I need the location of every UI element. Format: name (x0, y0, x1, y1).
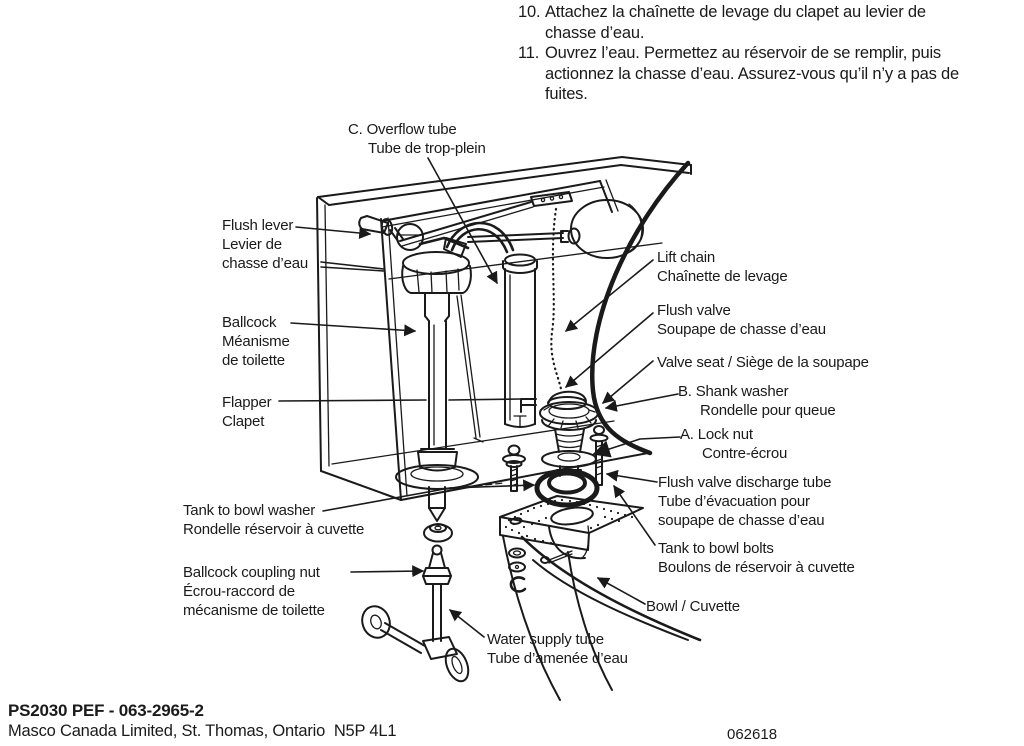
label-ballcock: Ballcock Méanisme de toilette (222, 314, 290, 369)
instructions-list: 10. Attachez la chaînette de levage du c… (518, 2, 998, 105)
label-tank-to-bowl-washer: Tank to bowl washer Rondelle réservoir à… (183, 502, 365, 538)
label-overflow-tube: C. Overflow tube Tube de trop-plein (348, 121, 486, 157)
platform-stipple (504, 498, 634, 545)
label-flush-lever: Flush lever Levier de chasse d’eau (222, 217, 308, 272)
instruction-step-10: 10. Attachez la chaînette de levage du c… (518, 2, 998, 43)
tank-drawing (316, 156, 692, 501)
flush-lever-drawing (358, 191, 573, 247)
tank-to-bowl-washer-drawing (534, 468, 600, 508)
label-shank-washer: B. Shank washer Rondelle pour queue (678, 383, 836, 419)
part-number: PS2030 PEF - 063-2965-2 (8, 701, 204, 720)
label-lift-chain: Lift chain Chaînette de levage (657, 249, 788, 285)
label-ballcock-coupling-nut: Ballcock coupling nut Écrou-raccord de m… (183, 564, 325, 619)
company-address: Masco Canada Limited, St. Thomas, Ontari… (8, 722, 397, 740)
label-water-supply-tube: Water supply tube Tube d’amenée d’eau (487, 631, 628, 667)
step-text: Ouvrez l’eau. Permettez au réservoir de … (545, 44, 959, 103)
supply-line-drawing (361, 523, 470, 683)
ballcock-drawing (395, 223, 484, 522)
label-flush-valve: Flush valve Soupape de chasse d’eau (657, 302, 826, 338)
flush-valve-drawing (539, 390, 599, 477)
refill-hose-drawing (445, 221, 515, 254)
label-flush-valve-discharge-tube: Flush valve discharge tube Tube d’évacua… (658, 474, 832, 529)
step-number: 11. (518, 44, 540, 62)
overflow-tube-drawing (502, 253, 538, 428)
bowl-drawing (499, 495, 702, 701)
step-number: 10. (518, 3, 541, 21)
step-text: Attachez la chaînette de levage du clape… (545, 3, 926, 42)
document-code: 062618 (727, 726, 778, 743)
float-ball-drawing (467, 199, 644, 259)
small-parts-drawing (508, 547, 527, 593)
label-flapper: Flapper Clapet (222, 394, 272, 430)
lift-chain-drawing (550, 207, 563, 391)
bowl-silhouette-curve (590, 160, 691, 456)
label-valve-seat: Valve seat / Siège de la soupape (657, 354, 869, 371)
leader-lines (278, 157, 681, 638)
label-tank-to-bowl-bolts: Tank to bowl bolts Boulons de réservoir … (658, 540, 855, 576)
instruction-step-11: 11. Ouvrez l’eau. Permettez au réservoir… (518, 43, 998, 105)
label-bowl: Bowl / Cuvette (646, 598, 740, 615)
label-lock-nut: A. Lock nut Contre-écrou (680, 426, 788, 462)
